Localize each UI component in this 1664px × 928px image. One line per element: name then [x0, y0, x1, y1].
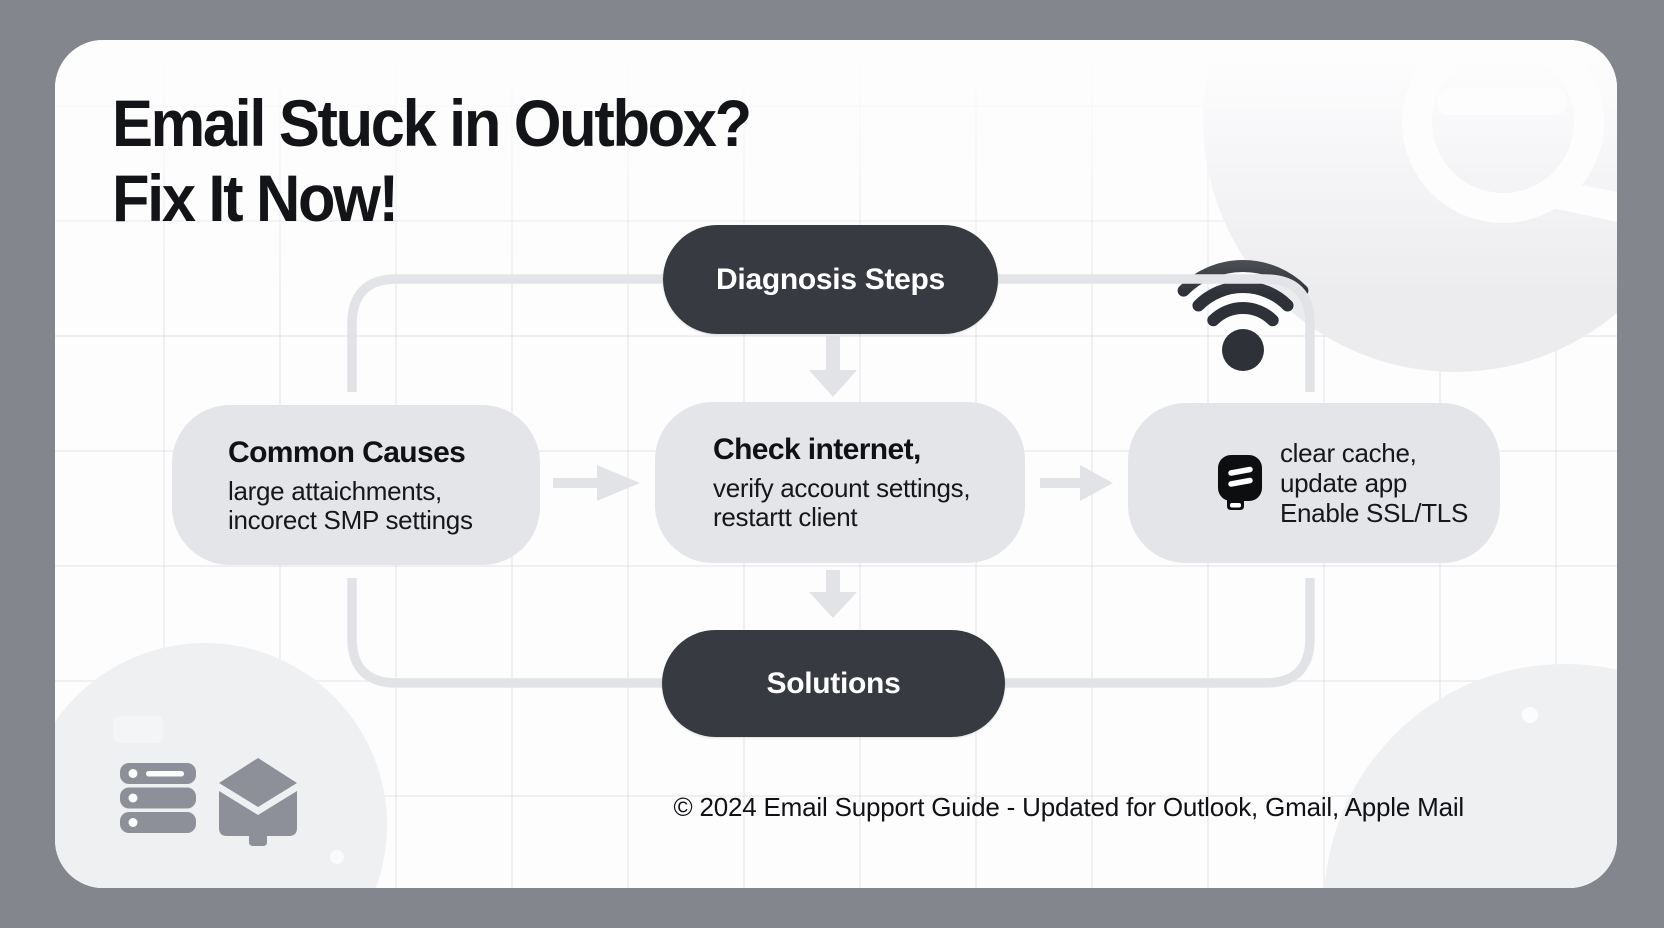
- check-internet-box: Check internet, verify account settings,…: [655, 402, 1025, 563]
- fix-line-3: Enable SSL/TLS: [1279, 498, 1469, 528]
- common-causes-heading: Common Causes: [228, 435, 466, 469]
- common-causes-line-2: incorect SMP settings: [228, 504, 473, 535]
- check-internet-heading: Check internet,: [713, 433, 921, 466]
- fix-line-1: clear cache,: [1279, 438, 1417, 468]
- solutions-pill: Solutions: [662, 630, 1005, 737]
- copyright-footer: © 2024 Email Support Guide - Updated for…: [673, 792, 1465, 822]
- check-internet-line-1: verify account settings,: [713, 473, 971, 503]
- title-line-2: Fix It Now!: [112, 161, 399, 235]
- fix-line-2: update app: [1279, 468, 1408, 498]
- chat-message-icon: [1217, 454, 1263, 512]
- diagnosis-steps-pill: Diagnosis Steps: [663, 225, 998, 334]
- diagnosis-steps-label: Diagnosis Steps: [716, 262, 945, 296]
- page-title: Email Stuck in Outbox? Fix It Now!: [112, 86, 752, 236]
- solutions-detail-box: clear cache, update app Enable SSL/TLS: [1128, 403, 1500, 563]
- solutions-label: Solutions: [766, 666, 901, 700]
- title-line-1: Email Stuck in Outbox?: [112, 86, 752, 160]
- common-causes-box: Common Causes large attaichments, incore…: [172, 405, 540, 565]
- check-internet-line-2: restartt client: [713, 502, 858, 532]
- common-causes-line-1: large attaichments,: [228, 475, 442, 506]
